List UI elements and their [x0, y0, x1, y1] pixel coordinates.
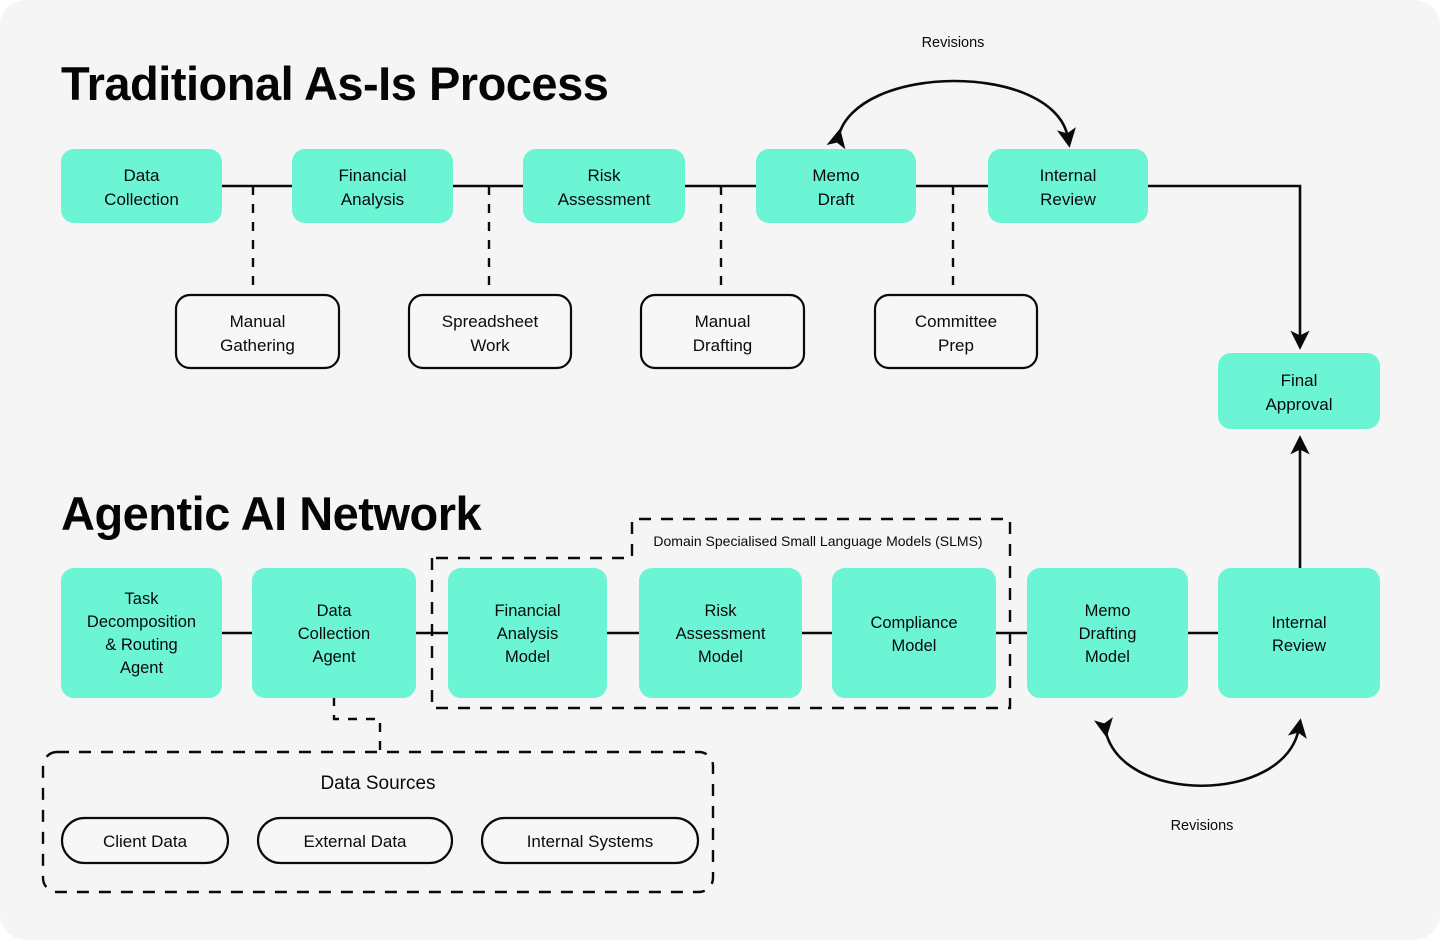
node-label-line: Manual [230, 312, 286, 331]
node-label-line: Review [1272, 637, 1326, 655]
node-data-collection-agent[interactable]: Data Collection Agent [252, 568, 416, 698]
node-label-line: Client Data [103, 832, 188, 851]
node-label-line: Assessment [558, 190, 651, 209]
node-label-line: Data [124, 166, 160, 185]
node-label-line: Internal [1040, 166, 1097, 185]
section-title-traditional: Traditional As-Is Process [61, 57, 608, 110]
node-label-line: Risk [704, 602, 737, 620]
node-label-line: Model [698, 648, 743, 666]
node-label-line: Approval [1265, 395, 1332, 414]
node-memo-draft[interactable]: Memo Draft [756, 149, 916, 223]
node-spreadsheet-work[interactable]: Spreadsheet Work [407, 293, 573, 370]
slms-group-label: Domain Specialised Small Language Models… [653, 533, 982, 549]
node-risk-assessment[interactable]: Risk Assessment [523, 149, 685, 223]
node-label-line: Spreadsheet [442, 312, 539, 331]
node-label-line: Drafting [693, 336, 753, 355]
revisions-arc-bottom [1093, 717, 1307, 788]
node-task-decomposition-agent[interactable]: Task Decomposition & Routing Agent [61, 568, 222, 698]
revisions-label-bottom: Revisions [1171, 818, 1234, 834]
node-label-line: External Data [304, 832, 408, 851]
node-internal-review-bottom[interactable]: Internal Review [1218, 568, 1380, 698]
node-client-data[interactable]: Client Data [60, 816, 230, 865]
agentic-connectors [222, 435, 1310, 752]
node-label-line: Drafting [1079, 625, 1137, 643]
node-label-line: Work [470, 336, 510, 355]
node-label-line: Draft [818, 190, 855, 209]
node-label-line: Prep [938, 336, 974, 355]
node-memo-drafting-model[interactable]: Memo Drafting Model [1027, 568, 1188, 698]
node-label-line: Internal Systems [527, 832, 654, 851]
node-label-line: Manual [695, 312, 751, 331]
node-label-line: Model [505, 648, 550, 666]
node-label-line: Agent [120, 659, 164, 677]
node-label-line: Risk [587, 166, 621, 185]
node-financial-analysis[interactable]: Financial Analysis [292, 149, 453, 223]
node-external-data[interactable]: External Data [256, 816, 454, 865]
node-label-line: Agent [312, 648, 356, 666]
node-label-line: Financial [494, 602, 560, 620]
node-label-line: Analysis [341, 190, 404, 209]
section-title-agentic: Agentic AI Network [61, 487, 483, 540]
node-committee-prep[interactable]: Committee Prep [873, 293, 1039, 370]
node-manual-drafting[interactable]: Manual Drafting [639, 293, 806, 370]
node-label-line: Collection [298, 625, 370, 643]
node-compliance-model[interactable]: Compliance Model [832, 568, 996, 698]
node-internal-review-top[interactable]: Internal Review [988, 149, 1148, 223]
node-final-approval[interactable]: Final Approval [1218, 353, 1380, 429]
traditional-connectors [222, 184, 1310, 350]
node-internal-systems[interactable]: Internal Systems [480, 816, 700, 865]
node-label-line: & Routing [105, 636, 177, 654]
node-label-line: Memo [1085, 602, 1131, 620]
data-sources-title: Data Sources [320, 773, 435, 794]
revisions-arc-top [826, 79, 1076, 150]
node-financial-analysis-model[interactable]: Financial Analysis Model [448, 568, 607, 698]
node-label-line: Decomposition [87, 613, 196, 631]
node-risk-assessment-model[interactable]: Risk Assessment Model [639, 568, 802, 698]
node-manual-gathering[interactable]: Manual Gathering [174, 293, 341, 370]
node-label-line: Review [1040, 190, 1096, 209]
node-label-line: Assessment [676, 625, 766, 643]
node-label-line: Collection [104, 190, 179, 209]
node-label-line: Final [1281, 371, 1318, 390]
node-label-line: Model [1085, 648, 1130, 666]
node-label-line: Internal [1271, 614, 1326, 632]
node-data-collection[interactable]: Data Collection [61, 149, 222, 223]
node-label-line: Financial [338, 166, 406, 185]
node-label-line: Gathering [220, 336, 295, 355]
node-label-line: Analysis [497, 625, 558, 643]
revisions-label-top: Revisions [922, 35, 985, 51]
node-label-line: Model [892, 637, 937, 655]
node-label-line: Compliance [870, 614, 957, 632]
node-label-line: Committee [915, 312, 997, 331]
node-label-line: Task [125, 590, 160, 608]
node-label-line: Data [317, 602, 353, 620]
node-label-line: Memo [812, 166, 859, 185]
